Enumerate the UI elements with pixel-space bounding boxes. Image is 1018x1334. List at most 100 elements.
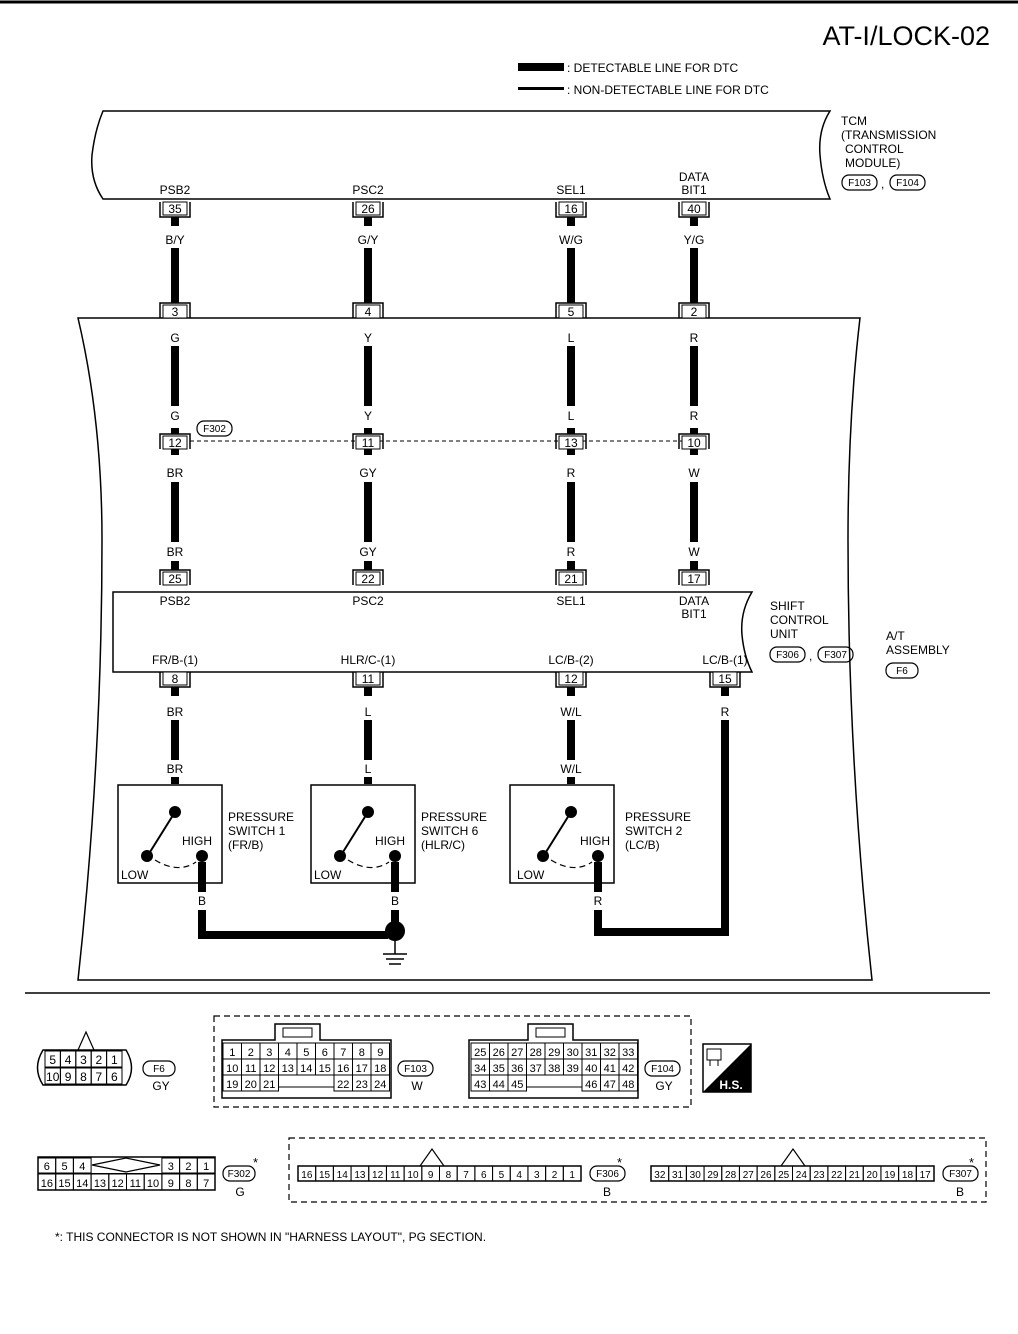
tcm-pin-number: 16 <box>564 202 578 216</box>
scu-label-line-2: CONTROL <box>770 613 829 627</box>
wire-color-5: GY <box>359 545 376 559</box>
hs-icon: H.S. <box>702 1043 752 1093</box>
join-pin-number: 3 <box>172 305 179 319</box>
pin-number: 6 <box>111 1070 118 1084</box>
pin-number: 5 <box>49 1053 56 1067</box>
pin-number: 46 <box>585 1079 597 1091</box>
f302-connector: 10 <box>678 428 710 455</box>
output-color-top: R <box>721 705 730 719</box>
f104-outline <box>468 1023 639 1099</box>
pin-number: 13 <box>282 1063 294 1075</box>
wire-color-4: R <box>567 466 576 480</box>
wire-color-3: R <box>690 409 699 423</box>
f104-name: F104 <box>651 1064 674 1075</box>
switch-high-terminal <box>592 850 604 862</box>
switch-high-terminal <box>389 850 401 862</box>
wire-segment <box>364 777 372 784</box>
pin-cell <box>72 1157 92 1174</box>
pin-number: 32 <box>604 1047 616 1059</box>
pin-number: 8 <box>359 1047 365 1059</box>
pin-cell <box>915 1165 935 1182</box>
scu-terminal-label: PSC2 <box>352 594 384 608</box>
switch-lever <box>342 811 369 853</box>
f302-connector: 11 <box>352 428 384 455</box>
tcm-label: TCM (TRANSMISSION CONTROL MODULE) F103 ,… <box>841 114 936 191</box>
switch-low-label: LOW <box>517 868 545 882</box>
switch-high-label: HIGH <box>580 834 610 848</box>
legend-non-detectable-label: : NON-DETECTABLE LINE FOR DTC <box>567 83 769 97</box>
pin-number: 37 <box>530 1063 542 1075</box>
tcm-pin-number: 40 <box>687 202 701 216</box>
switch-lever <box>149 811 176 853</box>
pin-number: 26 <box>760 1170 772 1181</box>
pin-number: 25 <box>778 1170 790 1181</box>
scu-pin-number: 25 <box>168 572 182 586</box>
wire-color-5: W <box>688 545 700 559</box>
switch-name-line-1: PRESSURE <box>625 810 691 824</box>
switch-name-line-3: (HLR/C) <box>421 838 465 852</box>
tcm-terminal-label-2: BIT1 <box>681 183 707 197</box>
f302-key <box>91 1157 161 1173</box>
scu-output-lc-b-2: LC/B-(2) 12 W/L W/L <box>548 653 594 784</box>
wire-data-bit1: DATA BIT1 40 Y/G 2 R R 10 W W <box>678 170 710 621</box>
pin-number: 15 <box>319 1063 331 1075</box>
output-label: LC/B-(2) <box>548 653 593 667</box>
wire-color-2: R <box>690 331 699 345</box>
pin-number: 21 <box>849 1170 861 1181</box>
pin-number: 12 <box>372 1170 384 1181</box>
f103-outline <box>221 1023 392 1099</box>
output-label: FR/B-(1) <box>152 653 198 667</box>
ground-splice <box>385 921 405 941</box>
pin-number: 1 <box>203 1161 209 1173</box>
at-assembly-label: A/T ASSEMBLY F6 <box>885 629 950 679</box>
switch-name-line-1: PRESSURE <box>421 810 487 824</box>
legend-detectable-label: : DETECTABLE LINE FOR DTC <box>567 61 738 75</box>
tcm-pin-connector: 16 <box>555 201 587 226</box>
pin-number: 10 <box>147 1178 159 1190</box>
wire-color-1: B/Y <box>165 233 184 247</box>
f6-key <box>77 1030 95 1051</box>
scu-pin-number: 17 <box>687 572 701 586</box>
pin-number: 31 <box>672 1170 684 1181</box>
wire-segment <box>171 346 179 406</box>
switch-low-label: LOW <box>121 868 149 882</box>
pin-number: 41 <box>604 1063 616 1075</box>
f307-color: B <box>956 1185 964 1199</box>
pin-cell <box>562 1165 582 1182</box>
wire-segment <box>364 482 372 542</box>
tcm-connector-badge-1 <box>841 174 878 191</box>
pin-number: 10 <box>407 1170 419 1181</box>
at-assembly-outline <box>77 317 873 981</box>
pin-number: 6 <box>481 1170 487 1181</box>
output-connector: 8 <box>159 671 191 696</box>
pin-number: 36 <box>511 1063 523 1075</box>
pin-number: 26 <box>493 1047 505 1059</box>
switch-name-line-3: (FR/B) <box>228 838 263 852</box>
wire-segment <box>198 931 388 939</box>
pin-cell <box>370 1074 390 1092</box>
wire-segment <box>364 346 372 406</box>
output-pin-number: 12 <box>564 672 578 686</box>
pin-number: 27 <box>743 1170 755 1181</box>
pin-number: 3 <box>80 1053 87 1067</box>
pin-number: 40 <box>585 1063 597 1075</box>
wire-segment <box>690 482 698 542</box>
switch-low-terminal <box>334 850 346 862</box>
pin-number: 34 <box>474 1063 486 1075</box>
f302-pin-number: 10 <box>687 436 701 450</box>
output-color-bottom: L <box>365 762 372 776</box>
tcm-terminal-label: PSC2 <box>352 183 384 197</box>
pin-number: 13 <box>94 1178 106 1190</box>
f6-name: F6 <box>153 1064 165 1075</box>
f302-connector: 13 <box>555 428 587 455</box>
switch-name-line-1: PRESSURE <box>228 810 294 824</box>
switch-high-terminal <box>196 850 208 862</box>
pin-number: 48 <box>622 1079 634 1091</box>
pin-number: 18 <box>902 1170 914 1181</box>
scu-output-hlr-c: HLR/C-(1) 11 L L <box>341 653 395 784</box>
pin-number: 11 <box>130 1178 141 1190</box>
